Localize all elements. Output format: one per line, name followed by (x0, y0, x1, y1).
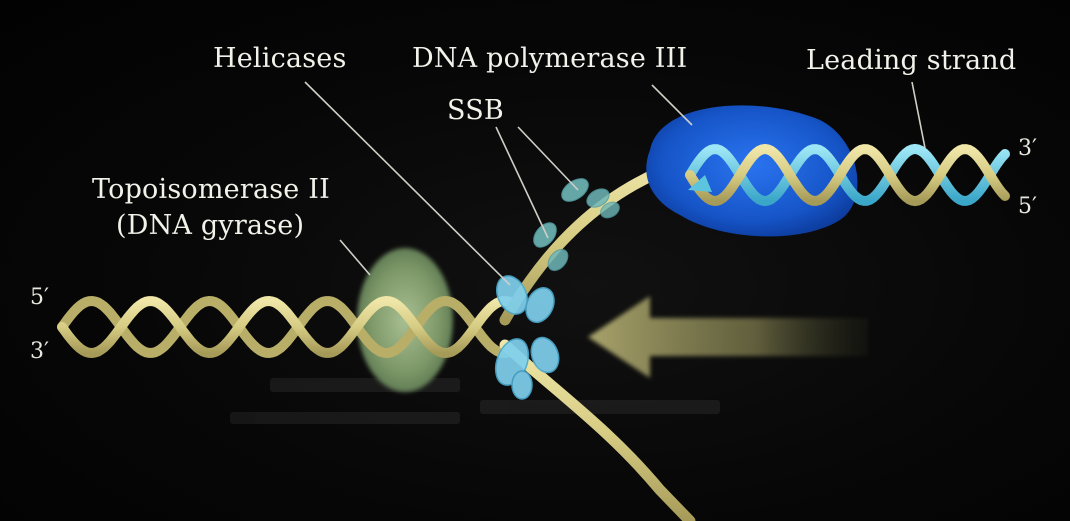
leading-strand-a (685, 143, 1010, 207)
right-five-prime-label: 5′ (1018, 194, 1037, 219)
right-three-prime-label: 3′ (1018, 136, 1037, 161)
topoisomerase-label-line2: (DNA gyrase) (116, 210, 305, 241)
background-texture (230, 378, 720, 424)
ssb-proteins (533, 178, 620, 272)
helicases-label: Helicases (213, 43, 347, 74)
dna-polymerase-iii (646, 105, 858, 237)
topoisomerase-label-line1: Topoisomerase II (92, 174, 330, 205)
new-strand-arrowhead (688, 175, 712, 192)
leading-strand-helix (685, 143, 1010, 207)
leading-strand-label: Leading strand (806, 45, 1017, 76)
polymerase-leader-line (651, 84, 693, 126)
ssb-label: SSB (447, 95, 504, 126)
ssb-leader-line-1 (495, 126, 549, 239)
lagging-template-strand (499, 339, 696, 521)
ssb-leader-line-2 (517, 126, 579, 191)
parental-strand-a (57, 295, 514, 359)
parental-strand-b (57, 295, 514, 359)
left-five-prime-label: 5′ (30, 285, 49, 310)
fork-direction-arrow (588, 296, 868, 378)
helicase-protein (494, 275, 560, 400)
polymerase-label: DNA polymerase III (412, 43, 688, 74)
parental-double-helix (57, 295, 514, 359)
leading-strand-leader-line (911, 81, 926, 149)
left-three-prime-label: 3′ (30, 339, 49, 364)
topoisomerase-leader-line (339, 239, 371, 276)
helicases-leader-line (304, 81, 511, 286)
